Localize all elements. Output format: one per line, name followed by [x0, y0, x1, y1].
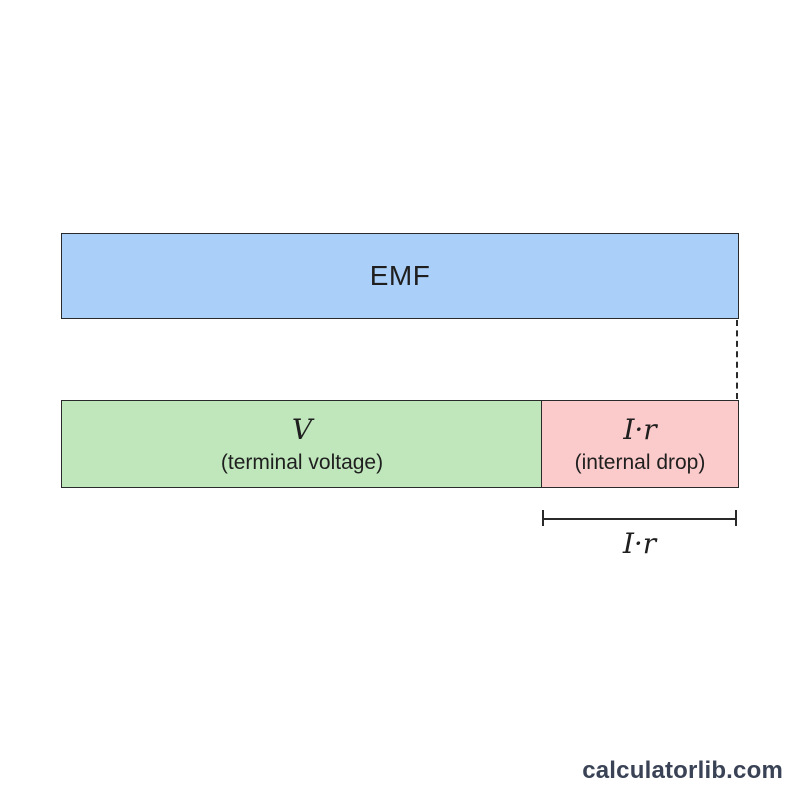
- dashed-connector: [736, 320, 738, 399]
- internal-drop-label: (internal drop): [574, 450, 706, 474]
- emf-label: EMF: [369, 260, 431, 291]
- terminal-voltage-symbol: V: [291, 412, 313, 446]
- dimension-tick-right: [735, 510, 737, 526]
- internal-drop-bar: I·r (internal drop): [541, 400, 739, 488]
- watermark: calculatorlib.com: [582, 757, 783, 784]
- terminal-voltage-bar: V (terminal voltage): [61, 400, 543, 488]
- emf-bar: EMF: [61, 233, 739, 319]
- dimension-line: [543, 518, 736, 520]
- terminal-voltage-label: (terminal voltage): [220, 450, 384, 474]
- dimension-label: I·r: [622, 527, 657, 560]
- internal-drop-symbol: I·r: [623, 412, 657, 446]
